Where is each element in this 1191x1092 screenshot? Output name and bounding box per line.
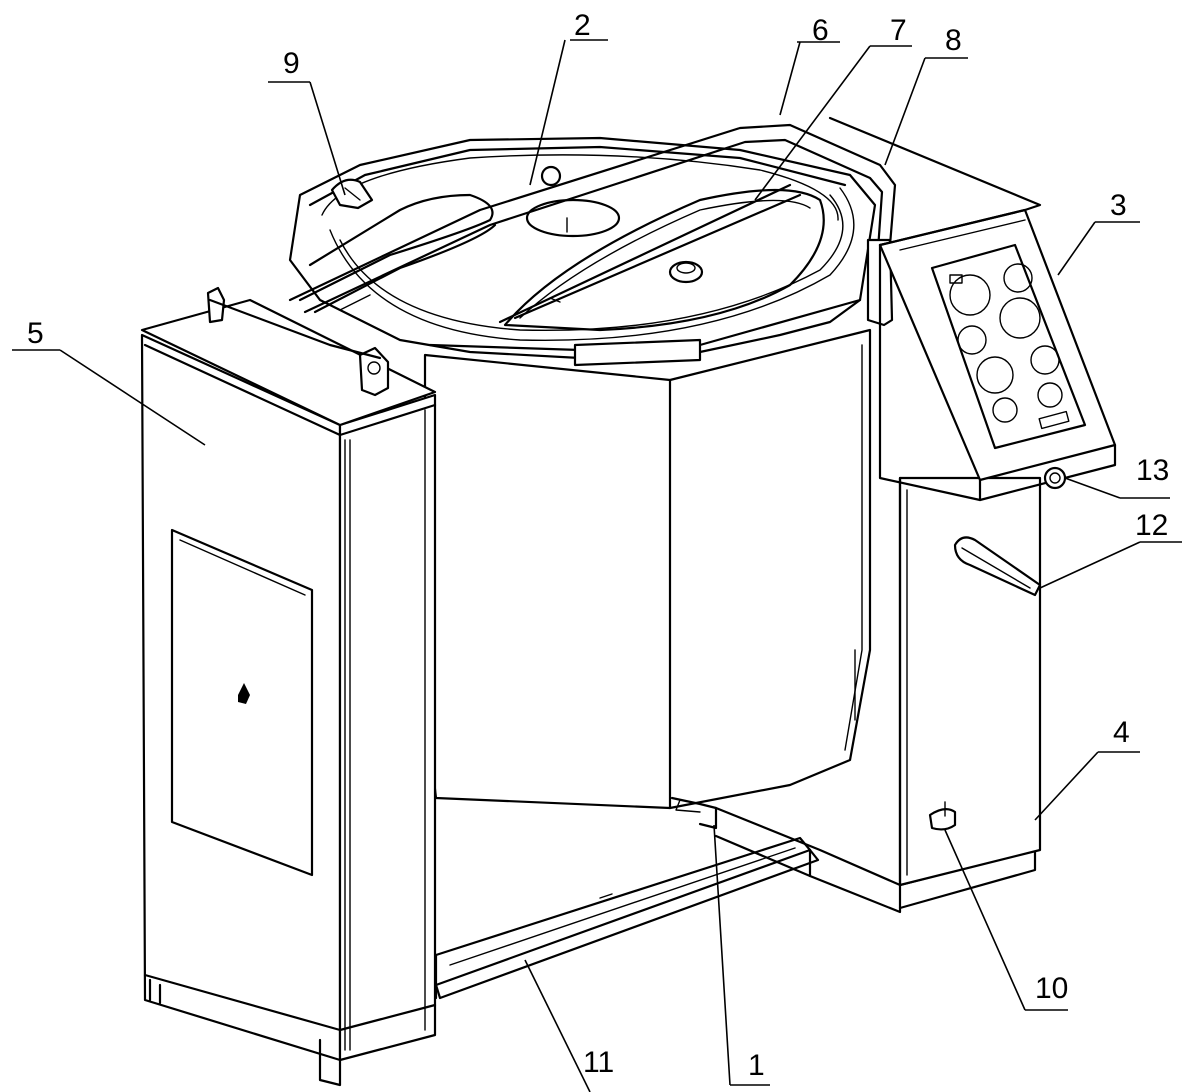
callout-4: 4	[1113, 716, 1130, 749]
callout-6: 6	[812, 14, 829, 47]
base-crossbar	[434, 836, 820, 1000]
callout-8: 8	[945, 24, 962, 57]
right-column	[898, 476, 1042, 887]
callout-5: 5	[27, 317, 44, 350]
callout-2: 2	[574, 9, 591, 42]
callout-7: 7	[890, 14, 907, 47]
control-panel	[828, 116, 1117, 502]
leader-lines	[12, 39, 1182, 1092]
vessel-body	[423, 328, 872, 830]
callout-9: 9	[283, 47, 300, 80]
callout-13: 13	[1136, 454, 1169, 487]
callout-labels: 2 6 7 8 9 3 5 13 12 4 10 11 1	[27, 9, 1169, 1082]
callout-1: 1	[748, 1049, 765, 1082]
callout-10: 10	[1035, 972, 1068, 1005]
left-column	[140, 286, 437, 1087]
lid-assembly	[288, 136, 877, 367]
panel-controls	[949, 263, 1070, 430]
callout-11: 11	[583, 1046, 614, 1079]
callout-12: 12	[1135, 509, 1168, 542]
callout-3: 3	[1110, 189, 1127, 222]
